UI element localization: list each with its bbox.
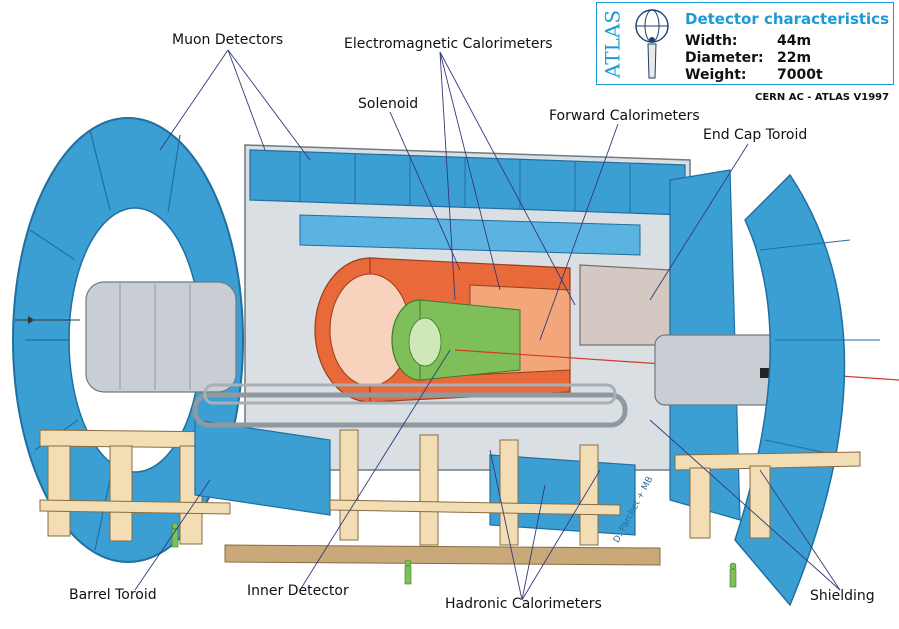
atlas-logo-text: ATLAS [601,10,625,79]
spec-diameter-label: Diameter: [685,50,764,66]
info-box-title: Detector characteristics [685,10,890,28]
label-end-cap-toroid: End Cap Toroid [703,127,808,143]
label-solenoid: Solenoid [358,96,419,112]
floor-rail [224,544,661,566]
credit-line: CERN AC - ATLAS V1997 [755,92,890,103]
detector-characteristics-box: ATLAS Detector characteristics Width: 44m… [596,2,894,85]
spec-width-label: Width: [685,33,738,49]
spec-weight-label: Weight: [685,67,747,83]
label-electromagnetic-calorimeters: Electromagnetic Calorimeters [344,36,553,52]
left-support-frame [39,429,231,545]
label-barrel-toroid: Barrel Toroid [69,587,157,603]
leader-lines [134,49,841,601]
beam-arrow-icon [28,316,34,324]
spec-weight-value: 7000t [777,67,823,83]
label-shielding: Shielding [810,588,875,604]
human-figure-icon [171,522,737,588]
atlas-globe-icon [635,9,669,79]
atlas-logo-wordmark: ATLAS [601,10,625,79]
spec-diameter: Diameter: 22m [685,50,811,66]
spec-width: Width: 44m [685,33,811,49]
label-muon-detectors: Muon Detectors [172,32,284,48]
spec-diameter-value: 22m [777,50,812,66]
label-forward-calorimeters: Forward Calorimeters [549,108,700,124]
barrel-body [15,144,899,546]
spec-width-value: 44m [777,33,812,49]
left-beam-shielding [85,281,237,393]
spec-weight: Weight: 7000t [685,67,823,83]
label-hadronic-calorimeters: Hadronic Calorimeters [445,596,602,612]
right-support-frame [674,451,861,539]
label-inner-detector: Inner Detector [247,583,349,599]
